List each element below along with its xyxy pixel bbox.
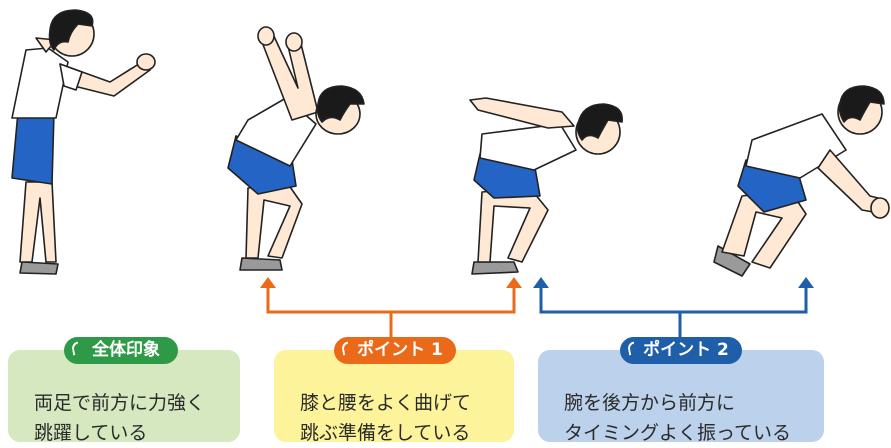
overall-impression-box: 全体印象 両足で前方に力強く 跳躍している bbox=[8, 337, 240, 444]
point-2-box: ポイント 2 腕を後方から前方に タイミングよく振っている bbox=[538, 337, 824, 444]
point-2-text: 腕を後方から前方に タイミングよく振っている bbox=[564, 392, 792, 444]
figure-arms-raised bbox=[227, 26, 365, 271]
figure-leaping bbox=[713, 85, 890, 277]
figure-arms-back bbox=[469, 97, 623, 275]
overall-impression-text: 両足で前方に力強く 跳躍している bbox=[34, 392, 206, 444]
point-1-box: ポイント 1 膝と腰をよく曲げて 跳ぶ準備をしている bbox=[274, 337, 514, 444]
point-1-badge: ポイント 1 bbox=[334, 337, 456, 364]
figure-standing bbox=[11, 9, 156, 275]
overall-impression-badge: 全体印象 bbox=[64, 337, 178, 364]
point-1-text: 膝と腰をよく曲げて 跳ぶ準備をしている bbox=[300, 392, 472, 444]
point-2-badge: ポイント 2 bbox=[620, 337, 742, 364]
